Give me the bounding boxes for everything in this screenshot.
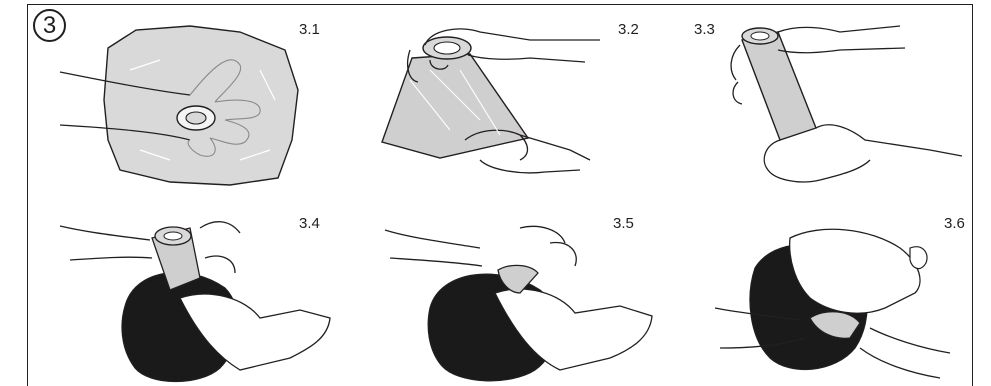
instruction-frame: [27, 4, 973, 386]
step-number: 3: [42, 11, 57, 39]
panel-label-3-1: 3.1: [299, 21, 320, 38]
head-tilt-ventilation-illustration: [714, 228, 951, 379]
panel-label-3-5: 3.5: [613, 215, 634, 232]
press-mask-into-mouth-illustration: [384, 225, 653, 382]
bag-rolled-between-hands-illustration: [730, 25, 963, 183]
plastic-sheet-on-hand-illustration: [59, 25, 299, 186]
panel-label-3-4: 3.4: [299, 215, 320, 232]
panel-3-5: [370, 198, 670, 386]
panel-label-3-2: 3.2: [618, 21, 639, 38]
panel-label-3-3: 3.3: [694, 21, 715, 38]
step-number-badge: 3: [33, 9, 66, 42]
panel-3-6: [700, 198, 970, 386]
panel-label-3-6: 3.6: [944, 215, 965, 232]
insert-mask-into-mouth-illustration: [59, 221, 331, 382]
panel-3-1: [40, 10, 340, 195]
panel-3-4: [40, 198, 340, 386]
panel-3-3: [700, 10, 970, 195]
panel-3-2: [370, 10, 670, 195]
bag-hanging-from-hand-illustration: [381, 28, 600, 174]
